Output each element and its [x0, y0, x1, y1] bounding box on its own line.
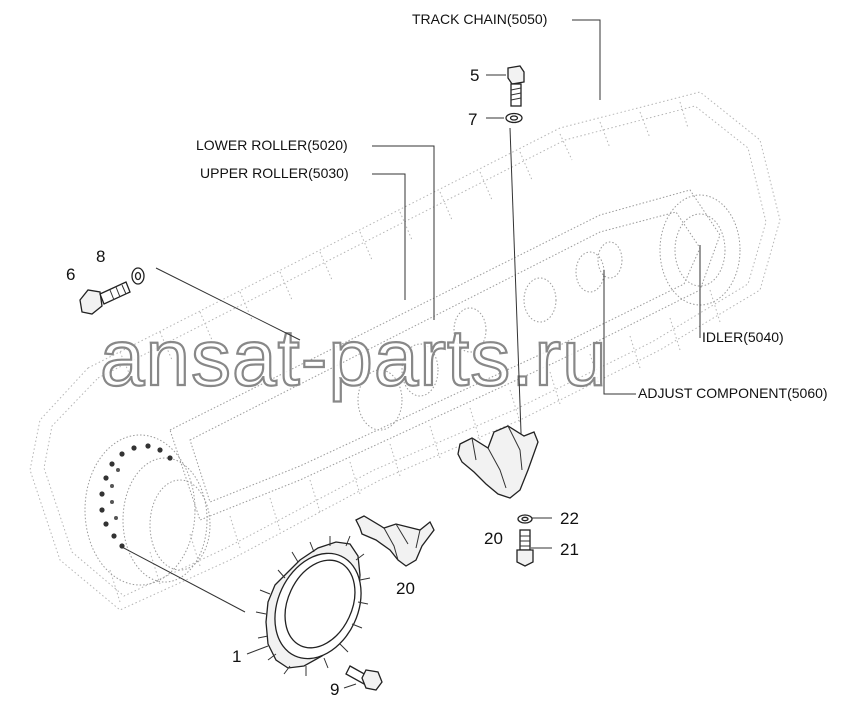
label-idler: IDLER(5040)	[702, 329, 784, 345]
callout-22: 22	[560, 509, 579, 528]
track-guard-20-right	[457, 425, 539, 499]
bolt-5	[507, 65, 525, 107]
callout-9: 9	[330, 680, 339, 699]
washer-22	[517, 514, 533, 524]
washer-8	[131, 267, 145, 285]
sprocket-1	[255, 535, 371, 676]
callout-5: 5	[470, 66, 479, 85]
callout-20-left: 20	[396, 579, 415, 598]
motor-bolt-circle	[99, 443, 173, 549]
label-adjust-component: ADJUST COMPONENT(5060)	[638, 385, 828, 401]
bolt-21	[516, 529, 534, 567]
leader-lines	[119, 19, 701, 689]
callout-6: 6	[66, 265, 75, 284]
label-lower-roller: LOWER ROLLER(5020)	[196, 137, 348, 153]
callout-1: 1	[232, 647, 241, 666]
washer-7	[505, 112, 523, 124]
callout-7: 7	[468, 110, 477, 129]
callout-8: 8	[96, 247, 105, 266]
label-track-chain: TRACK CHAIN(5050)	[412, 11, 547, 27]
callout-21: 21	[560, 540, 579, 559]
bolt-6	[79, 281, 131, 315]
callout-20-right: 20	[484, 529, 503, 548]
label-upper-roller: UPPER ROLLER(5030)	[200, 165, 349, 181]
track-guard-20-left	[355, 515, 435, 567]
watermark-text: ansat-parts.ru	[100, 313, 608, 402]
bolt-9	[345, 665, 383, 691]
